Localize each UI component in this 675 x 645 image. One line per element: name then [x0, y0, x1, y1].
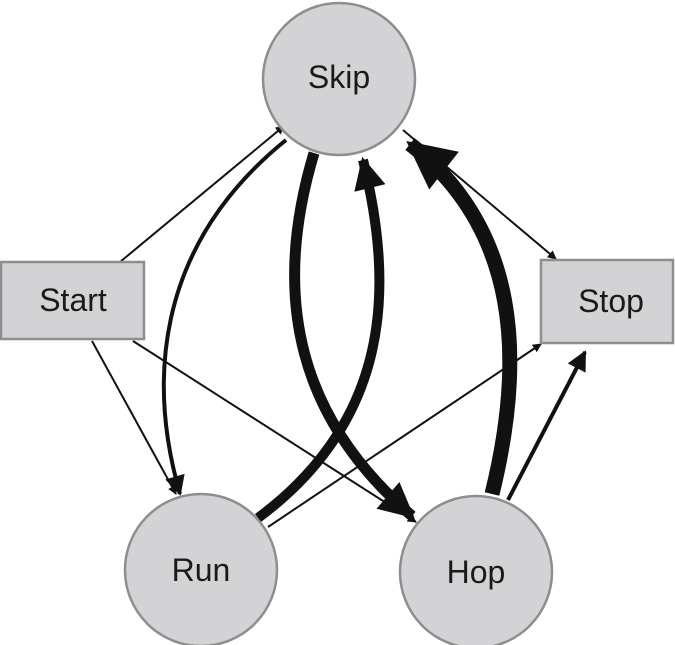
- node-hop-label: Hop: [447, 554, 506, 590]
- node-start-rect: [0, 260, 146, 341]
- edge-hop-to-stop: [506, 350, 587, 501]
- node-run-circle: [123, 492, 279, 645]
- edges-group: [91, 125, 587, 528]
- edge-run-to-stop: [267, 343, 542, 528]
- node-skip-label: Skip: [308, 59, 370, 95]
- node-stop-label: Stop: [578, 283, 644, 319]
- node-hop-circle: [398, 494, 554, 645]
- node-start: Start: [0, 260, 146, 341]
- node-run-label: Run: [172, 552, 231, 588]
- edge-start-to-hop: [132, 340, 417, 523]
- node-hop: Hop: [398, 494, 554, 645]
- node-skip-circle: [261, 1, 417, 157]
- node-stop: Stop: [539, 258, 675, 345]
- node-stop-rect: [539, 258, 675, 345]
- edge-run-to-skip: [255, 156, 386, 523]
- node-skip: Skip: [261, 1, 417, 157]
- edge-skip-to-hop: [289, 151, 416, 521]
- edge-start-to-skip: [119, 125, 285, 263]
- edge-start-to-run: [91, 340, 177, 495]
- edge-skip-to-run: [161, 138, 288, 496]
- node-run: Run: [123, 492, 279, 645]
- node-start-label: Start: [39, 282, 107, 318]
- edge-hop-to-skip: [405, 138, 518, 496]
